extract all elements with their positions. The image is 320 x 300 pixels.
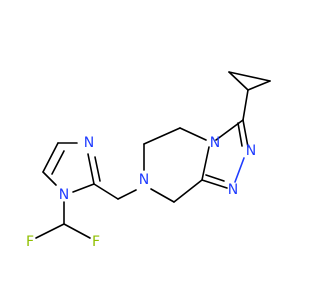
- triazole-fused-bond: [201, 146, 210, 181]
- imidazole-c2-n3-bond-double: [94, 156, 101, 182]
- triazole-c3-n-bond-double: [237, 122, 243, 147]
- imidazole-c4-c5-bond-double: [51, 150, 65, 175]
- cyclopropyl-to-triazole-bond: [242, 89, 249, 121]
- pyrazine-top-right-bond: [179, 127, 207, 141]
- pyrazine-top-bond: [143, 127, 181, 145]
- atom-n-pyrazine: N: [139, 172, 149, 188]
- cyclopropyl-bond-2: [247, 80, 271, 91]
- pyrazine-bottom-left-bond: [150, 188, 175, 203]
- pyrazine-bottom-right-bond: [173, 179, 203, 203]
- atom-n-imidazole-2: N: [59, 187, 69, 203]
- atom-n-triazole-1: N: [246, 143, 256, 159]
- difluoromethyl-c-f2-bond: [63, 223, 91, 239]
- linker-bond-2: [93, 183, 119, 200]
- atom-f-1: F: [26, 234, 34, 250]
- atom-n-imidazole-1: N: [84, 135, 94, 151]
- triazole-n-c-bond: [201, 179, 228, 189]
- atom-f-2: F: [92, 234, 100, 250]
- triazole-n-c-bond-double: [205, 174, 225, 182]
- imidazole-n1-c2-bond: [72, 183, 95, 193]
- atom-n-triazole-2: N: [228, 182, 238, 198]
- cyclopropyl-bond-3: [228, 71, 271, 82]
- molecule-canvas: N N N N N N F F: [25, 71, 271, 250]
- atom-n-triazole-bridge: N: [210, 135, 220, 151]
- imidazole-c2-n3-bond: [87, 153, 95, 185]
- imidazole-c4-c5-bond: [42, 142, 59, 173]
- chemical-structure-diagram: N N N N N N F F: [26, 71, 271, 250]
- triazole-c3-n-bond: [242, 119, 249, 148]
- imidazole-c5-n1-bond: [42, 171, 57, 186]
- cyclopropyl-bond-1: [228, 71, 249, 91]
- triazole-n-n-bond: [234, 157, 245, 183]
- difluoromethyl-c-f1-bond: [35, 223, 65, 239]
- linker-bond-1: [117, 189, 137, 200]
